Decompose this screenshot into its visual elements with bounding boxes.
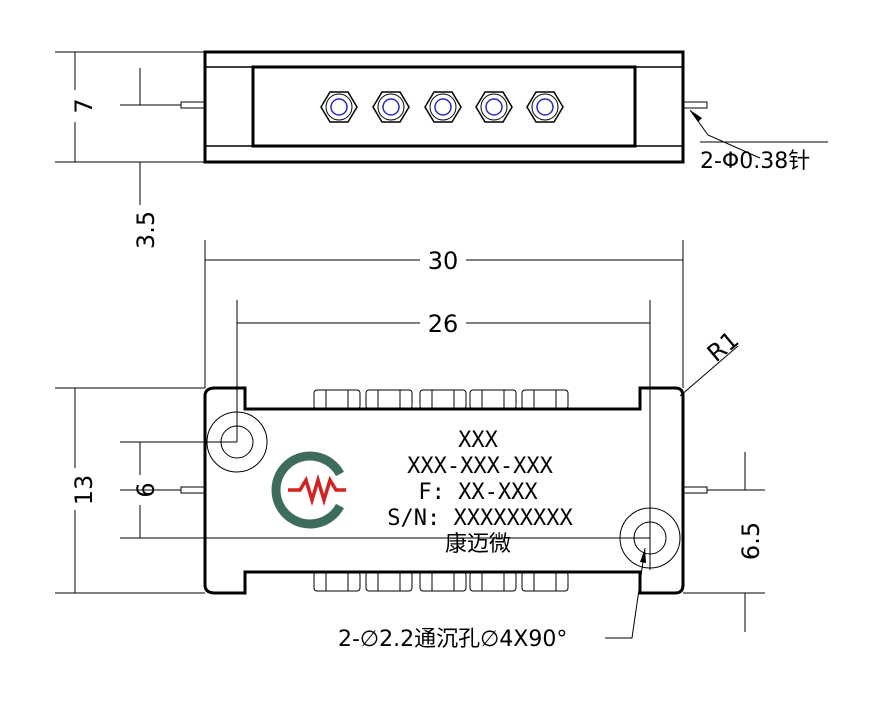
product-label: XXX XXX-XXX-XXX F: XX-XXX S/N: XXXXXXXXX… [387,428,573,557]
label-line-2: XXX-XXX-XXX [407,454,553,479]
hole-note-leader [605,547,646,639]
top-left-pin [180,101,206,109]
top-pin-dim-label: 3.5 [132,211,160,249]
height-dim-label: 13 [70,475,98,506]
logo-ring [271,451,344,529]
top-inner-window [251,65,637,148]
front-left-pin [180,486,206,494]
radius-label: R1 [702,326,744,368]
label-line-4: S/N: XXXXXXXXX [387,506,573,531]
hole-note-arrow [640,548,646,563]
hole-note-label: 2-∅2.2通沉孔∅4X90° [338,627,567,652]
front-connectors-bottom [313,571,569,592]
top-connector-3 [424,91,462,123]
top-right-pin [682,101,708,109]
pin-note-arrow [690,110,702,122]
front-connectors-top [313,389,569,410]
top-height-dim-label: 7 [70,98,98,113]
radius-leader [679,345,739,397]
label-line-1: XXX [458,428,498,453]
length-dim-label: 30 [428,247,459,275]
front-right-pin [682,486,708,494]
top-view: 7 3.5 2-Φ0.38针 [55,50,828,249]
label-line-5: 康迈微 [445,532,511,557]
front-view: 30 26 R1 13 6 6.5 2-∅2.2通沉孔∅4X90° [55,240,765,652]
front-body-outline [203,386,685,595]
label-line-3: F: XX-XXX [418,480,538,505]
top-connector-5 [526,91,564,123]
left-pin-dim-label: 6 [132,482,160,497]
kangmaiwei-logo [271,451,346,529]
right-pin-dim-label: 6.5 [737,522,765,560]
top-connector-2 [372,91,410,123]
top-connector-4 [475,91,513,123]
logo-wave-icon [288,473,346,507]
pitch-dim-label: 26 [428,310,459,338]
pin-note-label: 2-Φ0.38针 [700,149,810,174]
top-connector-1 [320,91,358,123]
